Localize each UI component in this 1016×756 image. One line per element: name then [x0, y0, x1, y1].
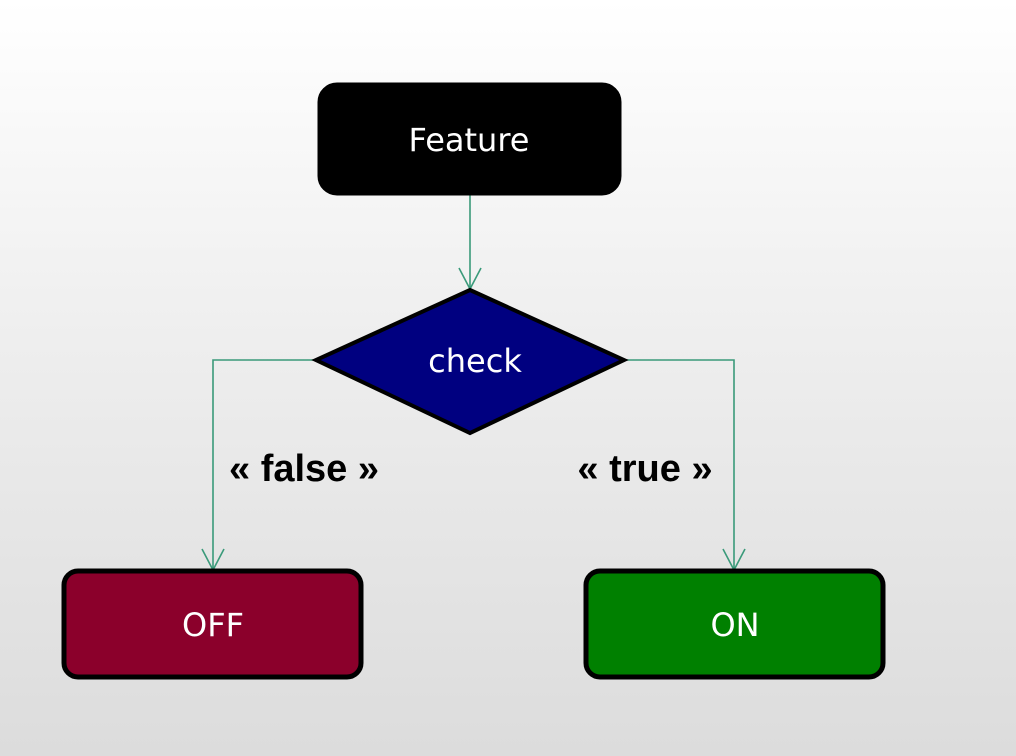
- on-label: ON: [710, 606, 759, 644]
- off-label: OFF: [182, 606, 244, 644]
- on-box: [583, 568, 886, 680]
- connector-check-to-on: [624, 359, 735, 570]
- check-node: check: [311, 287, 629, 436]
- check-label: check: [428, 342, 522, 380]
- feature-node: Feature: [317, 82, 622, 196]
- connector-check-to-off: [212, 359, 316, 570]
- check-diamond: [311, 287, 629, 436]
- off-node: OFF: [61, 568, 364, 680]
- true-edge-label: « true »: [577, 448, 712, 490]
- feature-box: [317, 82, 622, 196]
- feature-label: Feature: [409, 121, 530, 159]
- false-edge-label: « false »: [229, 448, 379, 490]
- off-box: [61, 568, 364, 680]
- on-node: ON: [583, 568, 886, 680]
